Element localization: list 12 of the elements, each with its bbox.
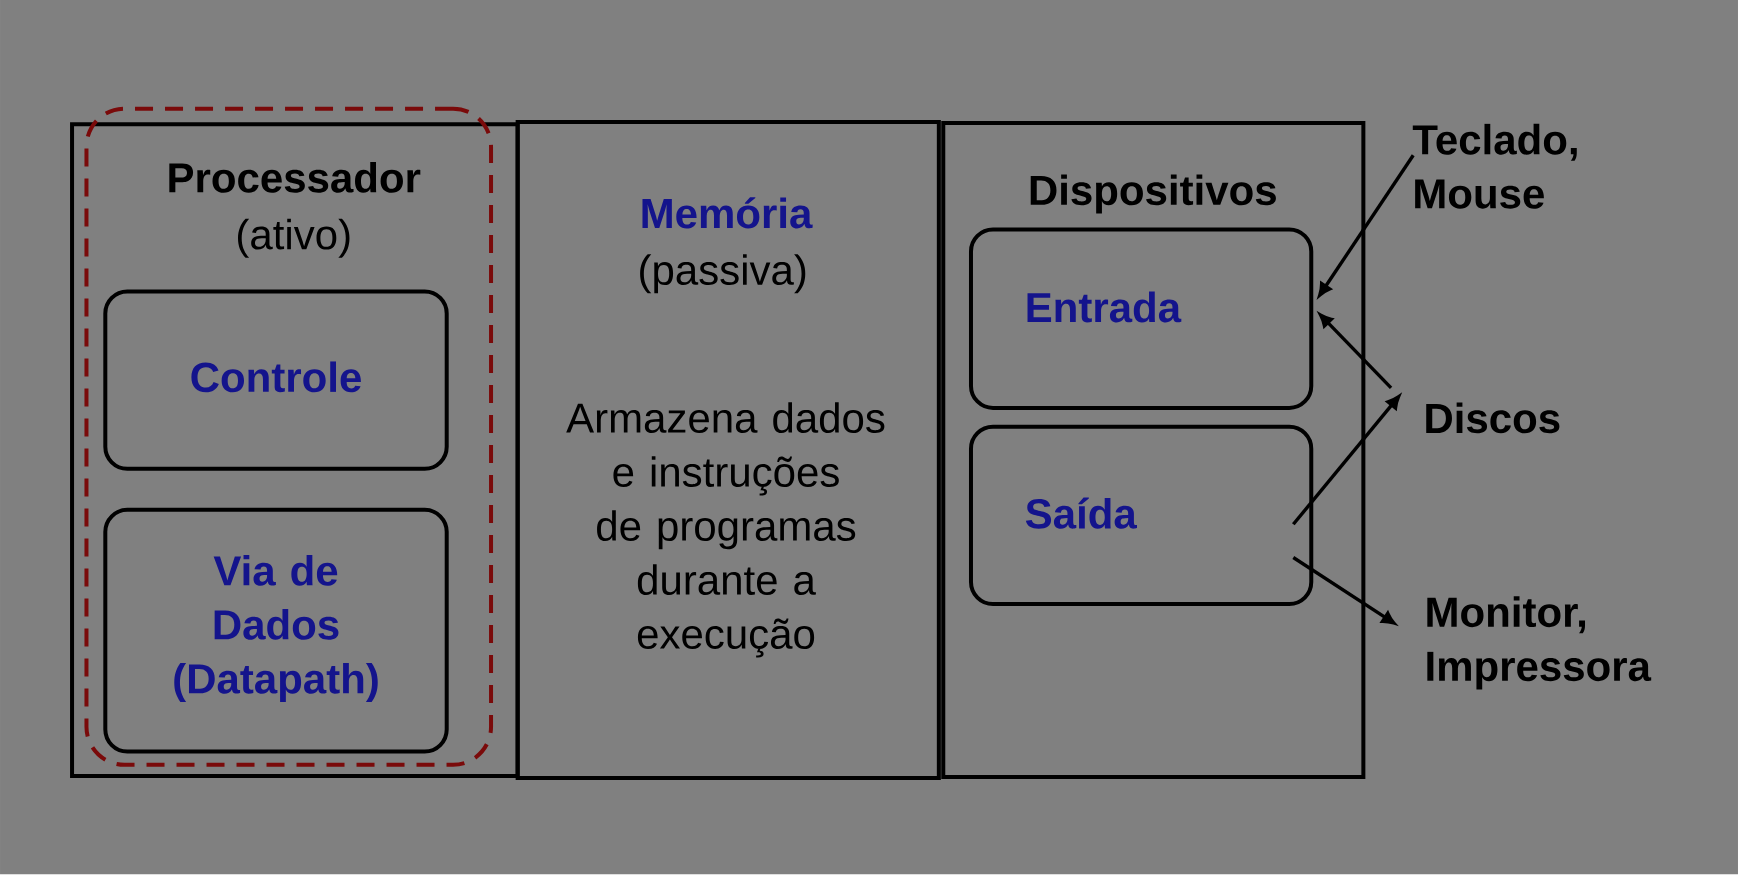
- rounded-box: Via de Dados (Datapath): [103, 508, 449, 754]
- arrow: [1292, 395, 1401, 526]
- device-label: Monitor, Impressora: [1427, 596, 1652, 690]
- panel-box: Memória (passiva) Armazena dados e instruções de programas durante a execução: [515, 120, 941, 781]
- rounded-box: Controle: [103, 289, 449, 472]
- rounded-box: Saída: [969, 424, 1314, 607]
- device-label: Discos: [1426, 402, 1560, 434]
- device-label: Teclado, Mouse: [1412, 124, 1577, 209]
- arrow: [1292, 556, 1396, 625]
- rounded-box: Entrada: [969, 227, 1314, 411]
- arrow: [1318, 154, 1415, 297]
- arrow: [1319, 313, 1393, 390]
